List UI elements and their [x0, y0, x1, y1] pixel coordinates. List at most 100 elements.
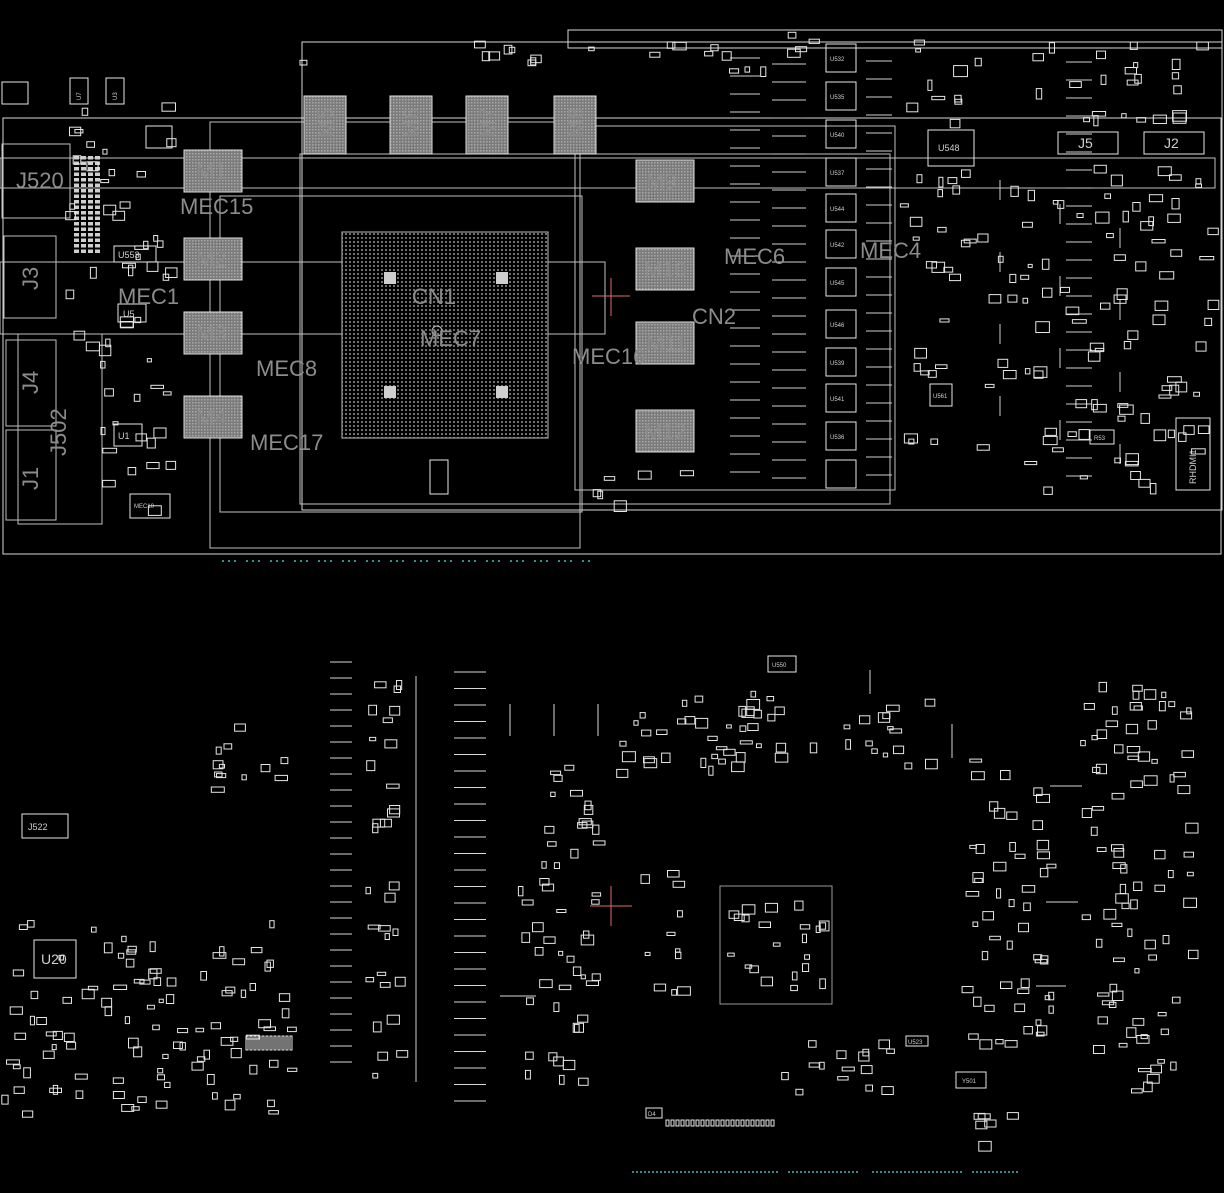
ic-mec10[interactable] — [129, 493, 171, 519]
cn1-bga[interactable] — [341, 231, 549, 439]
ic-u541[interactable] — [825, 383, 857, 413]
ic-u548[interactable] — [927, 129, 975, 167]
smd-pad — [790, 984, 798, 992]
ic-u544[interactable] — [825, 193, 857, 223]
smd-pad — [1076, 213, 1084, 219]
via — [684, 1171, 686, 1173]
chip-m1[interactable] — [183, 149, 243, 193]
smd-pad — [161, 102, 176, 112]
ic-unlabeled[interactable] — [825, 459, 857, 489]
diode-d4[interactable] — [645, 1107, 663, 1119]
ic-top-left[interactable] — [1, 81, 29, 105]
chip-m2[interactable] — [183, 237, 243, 281]
connector-j5[interactable] — [1057, 131, 1119, 155]
ic-u546[interactable] — [825, 309, 857, 339]
pin — [74, 211, 79, 215]
smd-pad — [152, 1024, 160, 1031]
smd-pad — [1132, 202, 1141, 212]
ic-u542[interactable] — [825, 229, 857, 259]
ic-u7[interactable] — [69, 77, 89, 105]
smd-pad — [173, 1041, 183, 1049]
smd-pad — [621, 751, 636, 763]
pin — [95, 167, 100, 171]
crystal-y501[interactable] — [955, 1071, 987, 1089]
via — [330, 560, 332, 562]
part-r53[interactable] — [1089, 429, 1115, 445]
smd-pad — [1127, 330, 1139, 340]
chip-m10[interactable] — [635, 247, 695, 291]
part-j502b[interactable] — [429, 459, 449, 495]
smd-pad — [1130, 899, 1138, 910]
smd-pad — [23, 1067, 31, 1079]
pin — [81, 183, 86, 187]
label-u544: U544 — [830, 207, 845, 213]
connector-j522[interactable] — [21, 813, 69, 839]
via — [656, 1171, 658, 1173]
chip-m12[interactable] — [635, 409, 695, 453]
smd-pad — [672, 880, 686, 888]
smd-pad — [74, 129, 84, 134]
smd-pad — [728, 910, 740, 919]
via — [740, 1171, 742, 1173]
chip-m9[interactable] — [635, 159, 695, 203]
smd-pad — [81, 988, 95, 1000]
ic-u545[interactable] — [825, 267, 857, 297]
smd-pad — [644, 951, 651, 957]
ic-u550[interactable] — [767, 655, 797, 673]
smd-pad — [564, 764, 575, 771]
chip-m8[interactable] — [553, 95, 597, 155]
ic-u540[interactable] — [825, 119, 857, 149]
ic-u532[interactable] — [825, 43, 857, 73]
via — [348, 560, 350, 562]
smd-pad — [1199, 256, 1215, 261]
connector-hdmi[interactable] — [1175, 417, 1211, 491]
via — [896, 1171, 898, 1173]
ic-u539[interactable] — [825, 347, 857, 377]
smd-pad — [1124, 67, 1137, 75]
chip-m4[interactable] — [183, 395, 243, 439]
pin — [81, 244, 86, 248]
smd-pad — [1122, 210, 1129, 223]
pad-strip — [705, 1119, 710, 1127]
smd-pad — [766, 696, 775, 702]
ic-u536[interactable] — [825, 421, 857, 451]
chip-m7[interactable] — [465, 95, 509, 155]
ic-u5[interactable] — [117, 303, 147, 323]
ic-u535[interactable] — [825, 81, 857, 111]
smd-pad — [1032, 820, 1043, 831]
j1-outline — [5, 429, 57, 521]
ic-u523[interactable] — [905, 1035, 929, 1047]
smd-pad — [1065, 306, 1080, 316]
via — [812, 1171, 814, 1173]
smd-pad — [1035, 1031, 1045, 1037]
smd-pad — [127, 467, 137, 476]
smd-pad — [212, 1092, 218, 1100]
label-u548: U548 — [938, 143, 960, 153]
smd-pad — [1109, 983, 1118, 993]
ic-mec-small[interactable] — [145, 125, 173, 149]
smd-pad — [1042, 287, 1053, 298]
ic-u20[interactable] — [33, 939, 77, 979]
smd-pad — [566, 955, 575, 963]
via — [258, 560, 260, 562]
smd-pad — [1087, 351, 1101, 362]
chip-m5[interactable] — [303, 95, 347, 155]
ic-u561[interactable] — [929, 383, 953, 407]
ic-u1[interactable] — [113, 423, 143, 447]
connector-j2[interactable] — [1143, 131, 1205, 155]
ic-u3[interactable] — [105, 77, 125, 105]
via — [294, 560, 296, 562]
smd-pad — [1017, 988, 1030, 995]
smd-pad — [1091, 111, 1107, 117]
chip-m11[interactable] — [635, 321, 695, 365]
chip-m6[interactable] — [389, 95, 433, 155]
ic-u537[interactable] — [825, 157, 857, 187]
smd-pad — [388, 881, 400, 891]
smd-pad — [177, 1028, 189, 1034]
smd-pad — [916, 174, 923, 184]
smd-pad — [741, 904, 756, 915]
smd-pad — [1000, 770, 1011, 781]
smd-pad — [1036, 839, 1050, 851]
chip-m3[interactable] — [183, 311, 243, 355]
